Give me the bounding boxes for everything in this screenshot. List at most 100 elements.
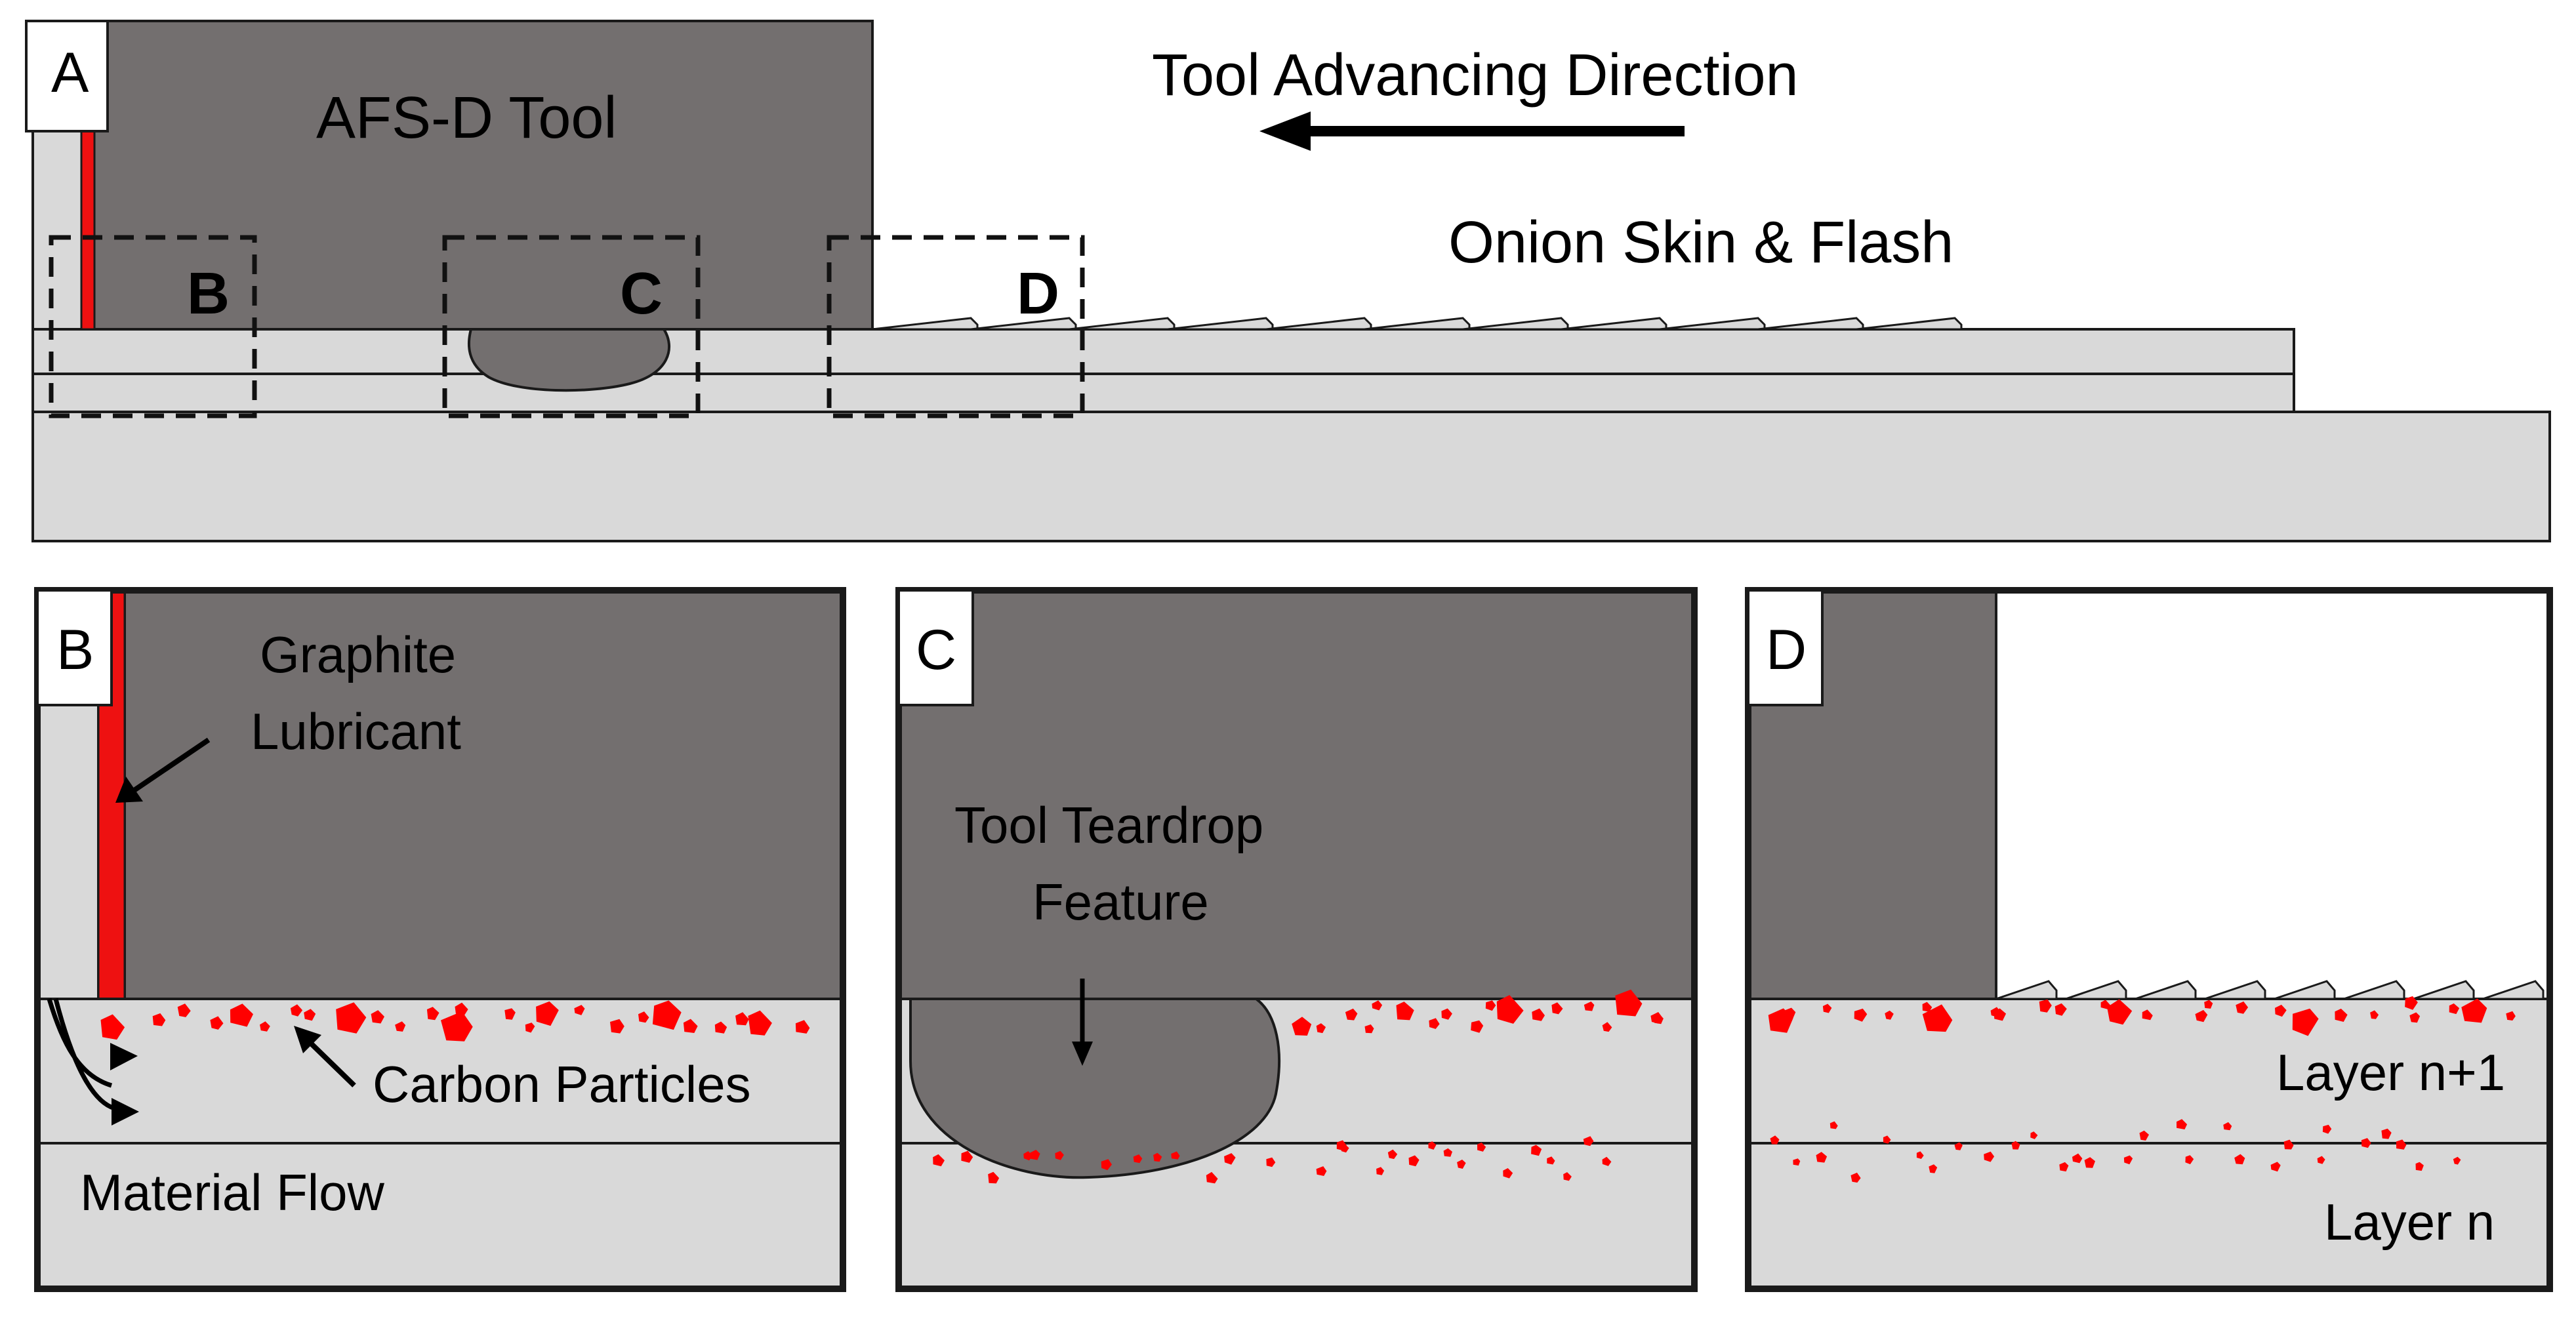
panel-b: B Graphite Lubricant Carbon Particles Ma… bbox=[34, 587, 846, 1292]
carbon-particle bbox=[1916, 1151, 1924, 1159]
carbon-particle bbox=[1883, 1135, 1891, 1144]
carbon-particle bbox=[1171, 1151, 1180, 1160]
flash-wedge bbox=[1757, 317, 1864, 331]
carbon-particle bbox=[988, 1171, 1000, 1184]
carbon-particle bbox=[2055, 1003, 2067, 1016]
carbon-particle bbox=[574, 1005, 585, 1015]
carbon-particle bbox=[2084, 1157, 2095, 1168]
carbon-particle bbox=[1429, 1018, 1440, 1029]
carbon-particle bbox=[1885, 1010, 1894, 1020]
carbon-particle bbox=[2409, 1012, 2421, 1023]
carbon-particle bbox=[371, 1010, 384, 1024]
carbon-particle bbox=[1954, 1142, 1963, 1150]
carbon-particle bbox=[1292, 1017, 1312, 1036]
carbon-particle bbox=[652, 1000, 682, 1030]
carbon-particle bbox=[1055, 1150, 1064, 1160]
carbon-particle bbox=[230, 1003, 253, 1027]
lubricant-label-line1: Graphite bbox=[260, 626, 456, 683]
flash-wedge bbox=[2065, 980, 2127, 1000]
carbon-particle bbox=[1496, 995, 1524, 1024]
carbon-particle bbox=[1206, 1171, 1218, 1184]
carbon-particle bbox=[2461, 998, 2487, 1023]
carbon-particle bbox=[2381, 1128, 2392, 1139]
carbon-particle bbox=[1532, 1008, 1545, 1021]
flash-wedge bbox=[2413, 980, 2475, 1000]
graphite-lubricant-strip bbox=[80, 127, 96, 331]
panel-c: C Tool Teardrop Feature bbox=[895, 587, 1698, 1292]
carbon-particle bbox=[2039, 999, 2052, 1013]
carbon-particle bbox=[260, 1021, 270, 1032]
tool-body-c bbox=[897, 589, 1696, 1000]
carbon-particle bbox=[2139, 1130, 2149, 1141]
carbon-particle bbox=[2204, 1000, 2213, 1009]
carbon-particle bbox=[1993, 1008, 2007, 1021]
carbon-particle bbox=[1485, 1000, 1496, 1011]
lubricant-label-line2: Lubricant bbox=[251, 702, 461, 760]
carbon-particle bbox=[1770, 1135, 1780, 1145]
substrate bbox=[31, 411, 2551, 542]
carbon-particle bbox=[1615, 989, 1643, 1017]
inset-label-b: B bbox=[187, 261, 230, 327]
deposited-layer-lower bbox=[31, 373, 2295, 413]
flash-wedge bbox=[2204, 980, 2266, 1000]
material-upper-d bbox=[1748, 999, 2550, 1143]
carbon-particle bbox=[795, 1020, 810, 1034]
carbon-particle bbox=[2270, 1162, 2281, 1172]
flash-wedge bbox=[1265, 317, 1372, 331]
carbon-particle bbox=[426, 1007, 440, 1021]
onion-skin-flash-d bbox=[1995, 980, 2545, 1000]
carbon-particle bbox=[1029, 1150, 1040, 1160]
carbon-particle bbox=[504, 1008, 516, 1020]
deposited-layer-upper bbox=[31, 328, 2295, 375]
carbon-particle bbox=[1793, 1158, 1801, 1166]
carbon-particle bbox=[1602, 1156, 1612, 1166]
panel-letter-box-c bbox=[897, 589, 974, 706]
upper-layer-label: Layer n+1 bbox=[2276, 1043, 2505, 1101]
carbon-particle bbox=[1224, 1153, 1236, 1165]
particles-label: Carbon Particles bbox=[373, 1055, 751, 1113]
particles-pointer-arrow-icon bbox=[294, 1026, 356, 1087]
carbon-particle bbox=[2317, 1156, 2325, 1164]
inset-box-d bbox=[827, 235, 1085, 418]
lubricant-pointer-arrow-icon bbox=[115, 737, 211, 803]
carbon-particle bbox=[210, 1016, 224, 1030]
carbon-particle bbox=[2142, 1009, 2153, 1021]
carbon-particle bbox=[1547, 1156, 1555, 1165]
carbon-particle bbox=[2275, 1004, 2287, 1017]
carbon-particle bbox=[2107, 999, 2133, 1025]
carbon-particle bbox=[525, 1023, 535, 1033]
carbon-particle bbox=[1563, 1172, 1572, 1181]
carbon-particle bbox=[2072, 1153, 2083, 1164]
carbon-particle bbox=[1133, 1154, 1143, 1164]
carbon-particle bbox=[1372, 1000, 1383, 1011]
carbon-particle bbox=[1101, 1159, 1112, 1171]
carbon-particle bbox=[1822, 1003, 1832, 1013]
flash-wedge bbox=[2274, 980, 2336, 1000]
onion-skin-flash bbox=[872, 317, 1963, 331]
flash-wedge bbox=[1995, 980, 2058, 1000]
carbon-particle bbox=[2415, 1162, 2424, 1171]
carbon-particle bbox=[1551, 1002, 1563, 1015]
carbon-particle bbox=[2011, 1141, 2020, 1150]
panel-d: D Layer n+1 Layer n bbox=[1745, 587, 2553, 1292]
tool-teardrop-feature bbox=[909, 998, 1280, 1179]
carbon-particle bbox=[1602, 1022, 1612, 1032]
carbon-particle bbox=[290, 1004, 303, 1017]
flash-wedge bbox=[970, 317, 1077, 331]
lower-layer-label: Layer n bbox=[2324, 1193, 2495, 1251]
carbon-particle bbox=[961, 1150, 973, 1163]
carbon-particle bbox=[1471, 1020, 1484, 1033]
carbon-particle bbox=[2370, 1010, 2379, 1019]
panel-letter-box-a bbox=[25, 20, 109, 132]
feed-housing bbox=[31, 123, 87, 331]
flash-wedge bbox=[2135, 980, 2197, 1000]
flash-label: Onion Skin & Flash bbox=[1448, 210, 1953, 275]
carbon-particle bbox=[455, 1002, 468, 1016]
carbon-particle bbox=[1457, 1160, 1466, 1169]
panel-letter-box-b bbox=[36, 589, 113, 706]
material-lower-b bbox=[37, 1143, 843, 1289]
flash-wedge bbox=[872, 317, 979, 331]
carbon-particle bbox=[1531, 1145, 1542, 1156]
carbon-particle bbox=[714, 1021, 727, 1034]
